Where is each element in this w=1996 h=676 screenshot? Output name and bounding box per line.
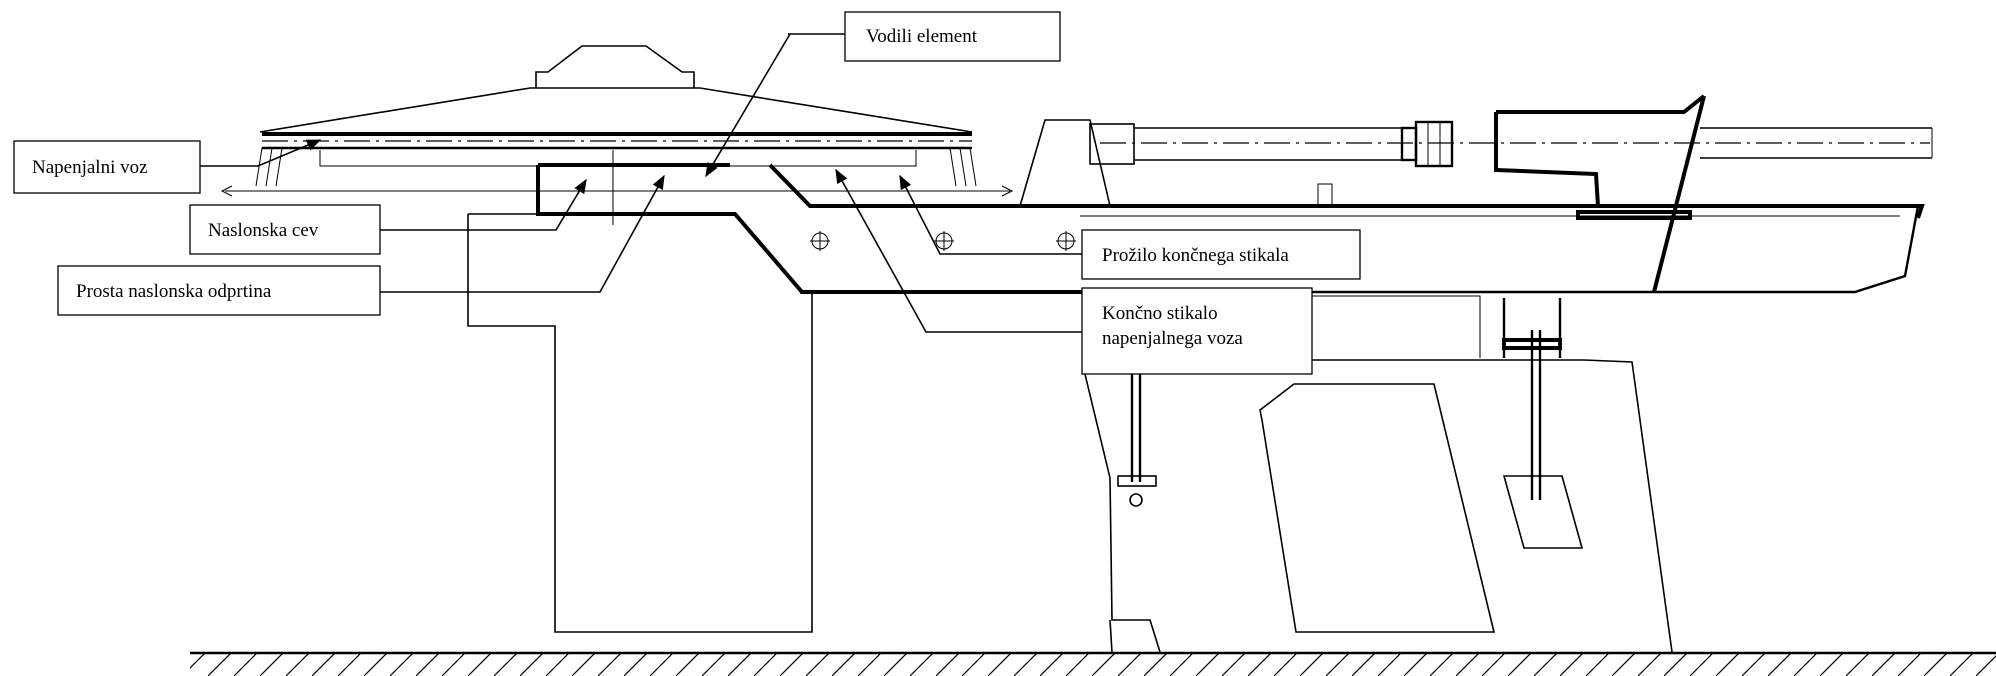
label-koncno-stikalo: Končno stikalo napenjalnega voza <box>1081 287 1313 375</box>
label-vodilni-element-text: Vodili element <box>866 26 978 47</box>
label-prosta-odprtina-text: Prosta naslonska odprtina <box>76 281 272 302</box>
label-napenjalni-voz-text: Napenjalni voz <box>32 157 148 178</box>
label-naslonska-cev-text: Naslonska cev <box>208 220 319 241</box>
label-vodilni-element: Vodili element <box>844 11 1061 62</box>
ground <box>190 651 1996 676</box>
label-prosta-odprtina: Prosta naslonska odprtina <box>57 265 381 316</box>
label-koncno-stikalo-line1: Končno stikalo <box>1102 303 1218 324</box>
tensioning-carriage <box>220 45 1014 225</box>
leader-lines <box>200 33 1082 333</box>
drive-unit <box>1019 94 1933 293</box>
label-prozilo-text: Prožilo končnega stikala <box>1102 245 1289 266</box>
label-naslonska-cev: Naslonska cev <box>189 204 381 255</box>
label-napenjalni-voz: Napenjalni voz <box>13 140 201 194</box>
label-prozilo: Prožilo končnega stikala <box>1081 229 1361 280</box>
left-pedestal <box>467 213 813 633</box>
label-koncno-stikalo-line2: napenjalnega voza <box>1102 328 1243 349</box>
